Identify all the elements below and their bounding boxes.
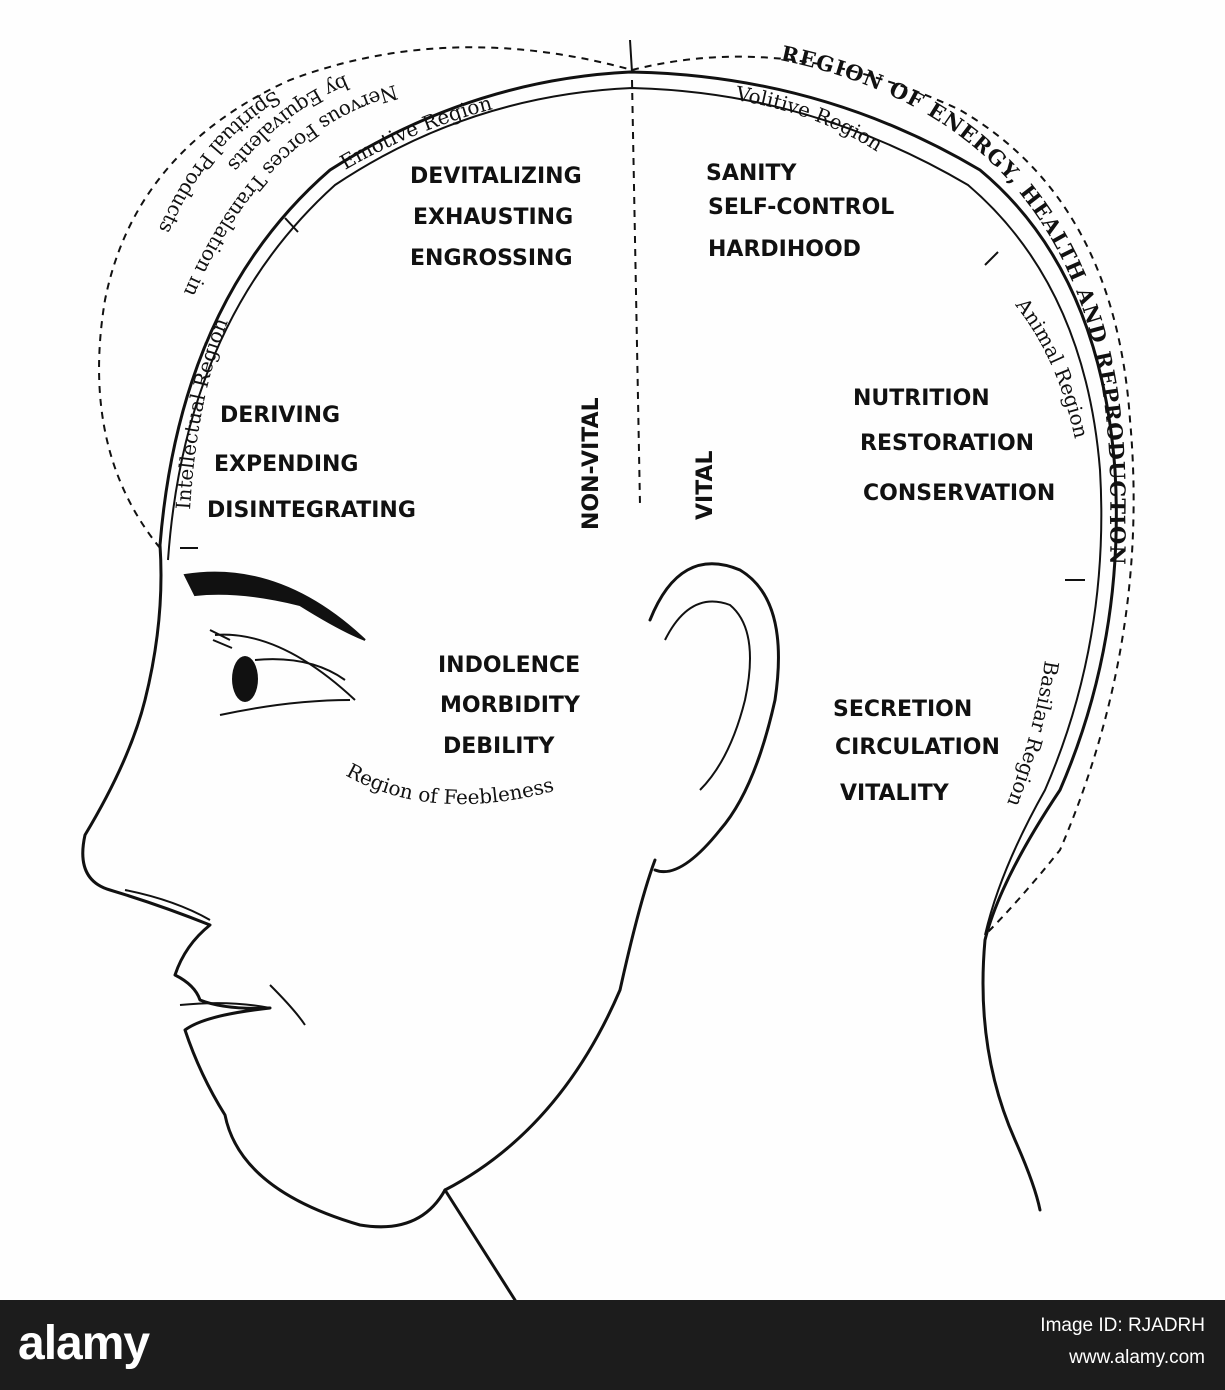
intellectual-word-2: EXPENDING [214,452,358,477]
feebleness-word-3: DEBILITY [443,734,555,759]
animal-word-2: RESTORATION [860,431,1034,456]
vital-divider-line [631,79,641,506]
tick-volitive [984,251,999,266]
eye-iris [232,656,258,702]
eyebrow [183,571,366,641]
tick-emotive [284,217,299,233]
region-of-feebleness-label: Region of Feebleness [343,758,556,809]
top-tick [629,39,633,73]
jaw-line [443,858,657,1192]
image-id: Image ID: RJADRH [1040,1315,1205,1336]
basilar-word-3: VITALITY [840,781,950,806]
feebleness-word-1: INDOLENCE [438,653,580,678]
emotive-word-2: EXHAUSTING [413,205,573,230]
basilar-word-2: CIRCULATION [835,735,1000,760]
head-diagram: Emotive Region Volitive Region Intellect… [0,0,1135,1300]
eye-crease [254,658,346,681]
eye-upper-lid [214,633,356,701]
volitive-word-3: HARDIHOOD [708,237,861,262]
volitive-region-label: Volitive Region [733,81,887,156]
footer-meta: Image ID: RJADRH www.alamy.com [1040,1310,1205,1374]
alamy-logo: alamy [18,1317,150,1370]
animal-word-1: NUTRITION [853,386,990,411]
intellectual-word-1: DERIVING [220,403,340,428]
animal-word-3: CONSERVATION [863,481,1055,506]
emotive-word-1: DEVITALIZING [410,164,582,189]
basilar-region-label: Basilar Region [1002,659,1063,810]
basilar-word-1: SECRETION [833,697,972,722]
eyelashes [209,629,233,649]
outer-dashed-arc-left [98,46,633,549]
face-profile-line [81,543,447,1229]
ear-outer [648,562,780,874]
ear-inner [664,600,751,791]
non-vital-label: NON-VITAL [579,397,604,530]
footer-bar: alamy Image ID: RJADRH www.alamy.com [0,1300,1225,1390]
volitive-word-1: SANITY [706,161,797,186]
diagram-canvas: Emotive Region Volitive Region Intellect… [0,0,1135,1300]
inner-skull-line [167,86,1103,936]
mouth-line [179,1002,271,1009]
outer-dashed-arc-right [631,55,1135,936]
intellectual-word-3: DISINTEGRATING [207,498,416,523]
mouth-corner [269,984,306,1026]
nostril [124,889,211,921]
emotive-word-3: ENGROSSING [410,246,573,271]
word-groups: DEVITALIZING EXHAUSTING ENGROSSING SANITY SE… [207,161,1055,806]
site-url: www.alamy.com [1069,1347,1205,1368]
feebleness-word-2: MORBIDITY [440,693,581,718]
volitive-word-2: SELF-CONTROL [708,195,894,220]
back-of-head-line [158,70,1118,1212]
vital-label: VITAL [693,450,718,520]
neck-front-line [443,1188,517,1300]
eye-lower-lid [219,699,351,716]
